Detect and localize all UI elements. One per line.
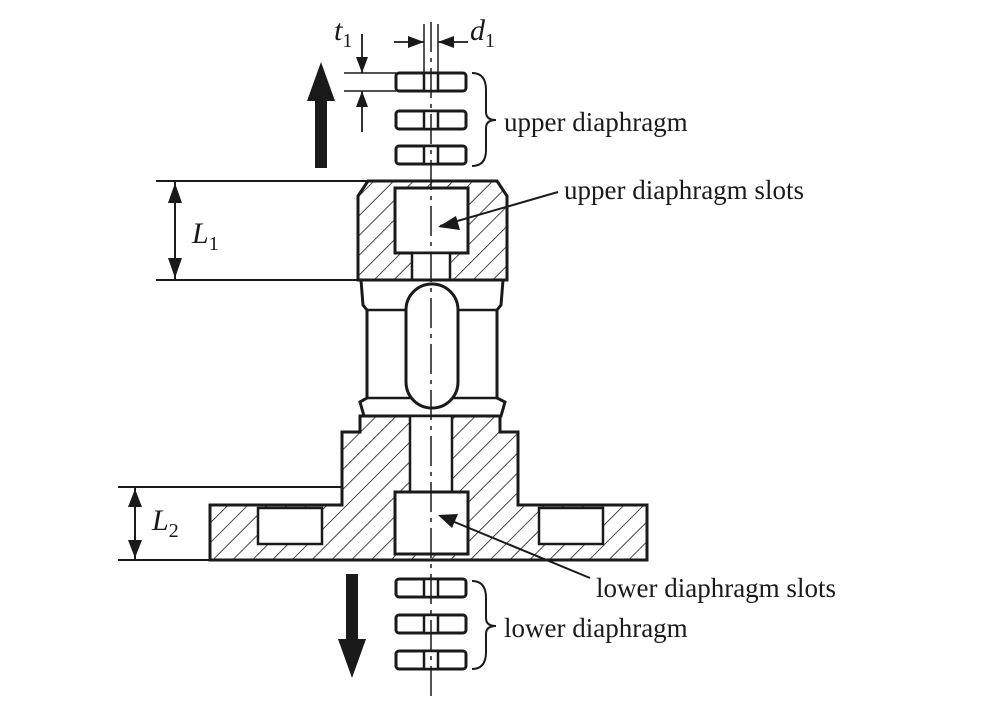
lower-diaphragm-label: lower diaphragm (504, 613, 688, 643)
upward-motion-arrow (307, 62, 335, 168)
upper-block (356, 179, 509, 282)
dimension-L2 (118, 486, 342, 561)
L2-label: L2 (151, 504, 179, 542)
upper-diaphragm-stack (394, 71, 497, 167)
L1-label: L1 (191, 217, 219, 255)
d1-label: d1 (470, 14, 495, 52)
middle-section (358, 278, 507, 418)
lower-slots-leader (438, 514, 591, 579)
d1-subscript: 1 (485, 30, 495, 52)
downward-motion-arrow (338, 574, 366, 678)
L1-subscript: 1 (209, 233, 219, 255)
lower-diaphragm-stack (394, 577, 497, 671)
lower-diaphragm-slots-label: lower diaphragm slots (596, 573, 836, 603)
upper-diaphragm-slots-label: upper diaphragm slots (564, 175, 804, 205)
right-flange-pocket (537, 506, 605, 546)
lower-diaphragm-brace (471, 580, 497, 670)
middle-oval-channel (404, 282, 460, 410)
L2-subscript: 2 (169, 520, 179, 542)
t1-symbol: t (334, 14, 343, 47)
upper-diaphragm-brace (471, 72, 497, 167)
upper-diaphragm-label: upper diaphragm (504, 107, 688, 137)
upper-slots-leader (438, 191, 559, 230)
dimension-L1 (156, 180, 368, 281)
t1-label: t1 (334, 14, 352, 52)
t1-subscript: 1 (342, 30, 352, 52)
d1-symbol: d (470, 14, 486, 47)
L2-symbol: L (151, 504, 169, 537)
dimension-d1 (394, 24, 468, 73)
dimension-t1 (344, 34, 396, 132)
L1-symbol: L (191, 217, 209, 250)
left-flange-pocket (256, 506, 324, 546)
